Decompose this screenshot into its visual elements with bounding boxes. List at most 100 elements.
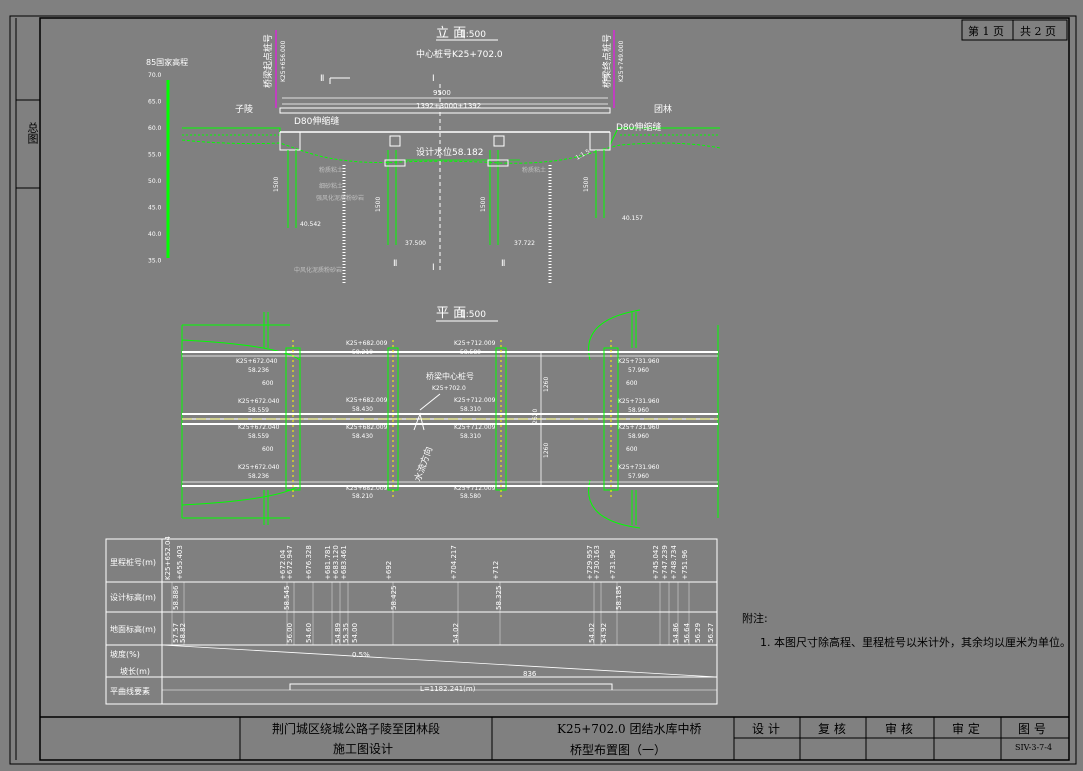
section-mark-II-left: Ⅱ [393,259,397,269]
elevation-scale: 1:500 [460,30,486,40]
chainage-cell: +681.781 [324,545,332,580]
side-tag-box [15,99,41,189]
pile-elev-4: 40.157 [622,215,643,222]
chainage-cell: +751.96 [681,549,689,580]
ground-elev-cell: 56.64 [683,622,691,643]
plan-pile-label: K25+731.960 [618,398,660,405]
elev-tick-label: 60.0 [148,125,162,132]
notes-block: 附注: 1. 本图尺寸除高程、里程桩号以米计外，其余均以厘米为单位。 [742,610,1071,650]
start-value: K25+656.000 [280,40,287,82]
elev-tick-labels: 70.065.060.055.050.045.040.035.0 [148,72,162,265]
joint-right: D80伸缩缝 [616,121,661,133]
grade-line [161,644,718,678]
elev-tick-label: 45.0 [148,205,162,212]
role-approve: 审 定 [952,722,980,736]
ground-elev-cell: 54.89 [334,623,342,643]
chainage-cell: +704.217 [450,545,458,580]
ground-elev-cell: 56.29 [694,623,702,643]
row-label: 坡长(m) [120,666,150,676]
plan-pile-label: K25+712.009 [454,424,496,431]
geo-label-4: 强风化泥质粉砂岩 [316,194,364,202]
pile-len-4: 1500 [583,177,590,192]
geo-label-3: 粉质粘土 [522,166,546,174]
geo-label-1: 粉质粘土 [319,166,343,174]
plan-pile-label: K25+712.009 [454,485,496,492]
left-place: 子陵 [235,104,253,115]
start-label: 桥梁起点桩号 [262,34,274,88]
row-label: 平曲线要素 [110,686,150,696]
elev-tick-label: 35.0 [148,258,162,265]
ground-elev-cell: 54.02 [452,623,460,643]
row-label: 地面标高(m) [110,624,156,634]
river-bed-line [181,139,721,164]
design-water: 设计水位58.182 [416,146,484,158]
plan-dim: 1260 [543,443,550,458]
plan-dim: 1260 [543,377,550,392]
plan-title: 平 面 [436,306,466,321]
notes-title: 附注: [742,612,768,625]
drawing-line-1: K25+702.0 团结水库中桥 [557,722,702,736]
profile-table: 里程桩号(m) 设计标高(m) 地面标高(m) 坡度(%) 坡长(m) 平曲线要… [105,536,718,705]
elevation-title: 立 面 [436,26,466,41]
design-elev-cell: 58.185 [615,586,623,611]
section-mark-II-right: Ⅱ [501,259,505,269]
chainage-cell: +745.042 [652,545,660,580]
ground-elev-cell: 56.27 [707,623,715,643]
project-line-2: 施工图设计 [333,742,394,756]
pile-len-2: 1500 [375,197,382,212]
plan-pile-elev: 58.210 [352,349,373,356]
plan-pile-label: K25+672.040 [238,464,280,471]
page-counter-box [961,19,1068,41]
chainage-cell: +748.734 [670,545,678,580]
geo-label-2: 细砂粘土 [319,182,343,190]
chainage-cell: K25+652.04 [164,536,172,580]
plan-pile-elev: 57.960 [628,473,649,480]
grade-length: 836 [523,670,537,678]
plan-pile-label: K25+731.960 [618,464,660,471]
elev-tick-label: 55.0 [148,152,162,159]
sheet-number: 第 1 页 [968,25,1004,38]
plan-pile-elev: 58.559 [248,407,269,414]
role-review: 审 核 [885,722,913,736]
plan-pile-label: K25+672.040 [238,424,280,431]
plan-pile-label: K25+682.009 [346,485,388,492]
elev-tick-label: 40.0 [148,231,162,238]
section-mark-II-top: Ⅱ [320,74,324,84]
geology-columns [342,165,552,285]
plan-pile-elev: 58.580 [460,493,481,500]
plan-center-value: K25+702.0 [432,385,466,392]
deck [279,107,611,114]
section-mark-I-bottom: Ⅰ [432,263,435,273]
chainage-cell: +683.461 [340,545,348,580]
elevation-view: 立 面 1:500 中心桩号K25+702.0 85国家高程 70.065.06… [146,26,721,285]
plan-pile-elev: 58.430 [352,433,373,440]
chainage-cell: +676.328 [305,545,313,580]
design-elev-cell: 58.886 [172,585,180,610]
ground-elev-cell: 58.82 [179,623,187,643]
plan-dim: 600 [262,446,274,453]
design-elev-cell: 58.325 [495,586,503,611]
geo-label-5: 中风化泥质粉砂岩 [294,266,342,274]
span-text: 1392+3000+1392 [416,102,481,110]
plan-pile-label: K25+712.009 [454,397,496,404]
flow-direction: 水流方向 [412,445,436,483]
ground-elev-cell: 55.35 [342,623,350,643]
grade-value: 0.5% [352,651,370,659]
side-tag: 总图 [26,122,39,144]
plan-pile-elev: 58.236 [248,473,269,480]
plan-scale: 1:500 [460,310,486,320]
plan-pile-labels: K25+672.040 K25+682.009 K25+712.009 K25+… [236,340,660,500]
chainage-cell: +747.239 [661,545,669,580]
drawing-number: SIV-3-7-4 [1015,743,1053,752]
pile-elev-2: 37.500 [405,240,426,247]
pile-len-1: 1500 [273,177,280,192]
row-label: 里程桩号(m) [110,557,156,567]
plan-pile-label: K25+672.040 [238,398,280,405]
ground-elev-cell: 54.60 [305,623,313,643]
ground-elev-cell: 54.02 [588,623,596,643]
pile-len-3: 1500 [480,197,487,212]
chainage-cell: +729.957 [586,545,594,580]
elev-tick-label: 65.0 [148,99,162,106]
plan-pile-label: K25+682.009 [346,424,388,431]
